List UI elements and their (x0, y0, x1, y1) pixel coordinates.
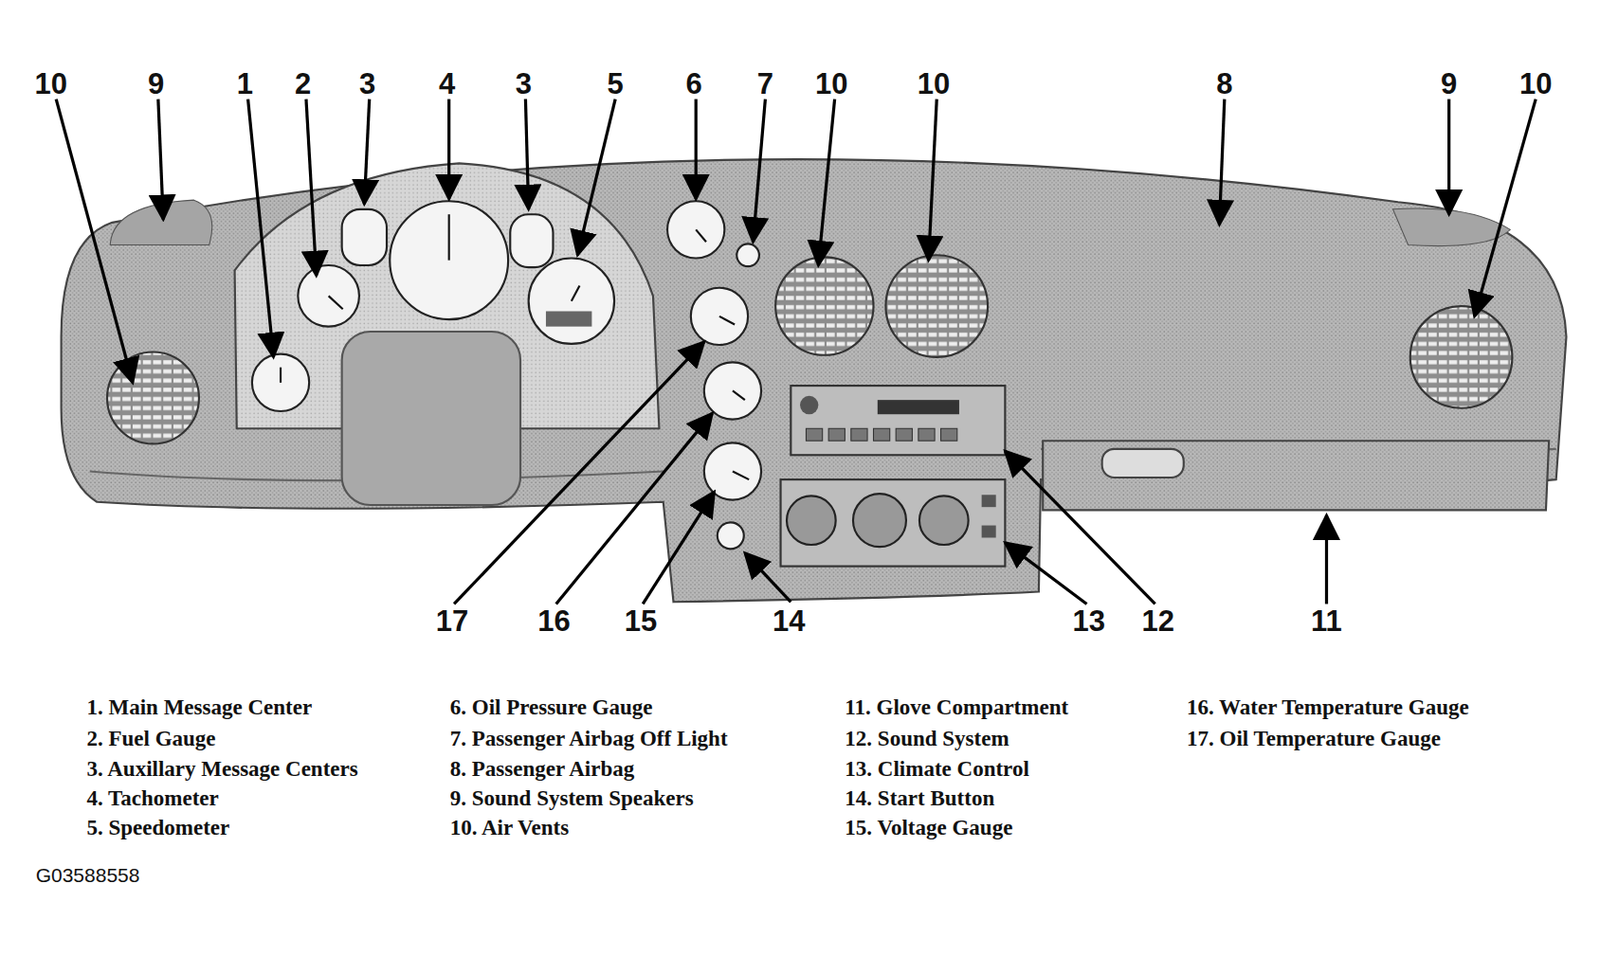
key-entry: 15. Voltage Gauge (844, 817, 1013, 839)
key-entry: 12. Sound System (844, 727, 1009, 750)
key-entry: 7. Passenger Airbag Off Light (450, 727, 728, 750)
key-entry: 14. Start Button (844, 787, 995, 810)
key-entry: 3. Auxillary Message Centers (87, 758, 359, 781)
key-entry: 10. Air Vents (450, 817, 569, 839)
callout-number: 4 (438, 69, 455, 99)
callout-number: 15 (624, 605, 657, 636)
callout-number: 16 (537, 605, 570, 636)
callout-number: 2 (294, 69, 311, 99)
callout-number: 10 (815, 69, 848, 99)
figure-code: G03588558 (36, 865, 141, 886)
callout-number: 5 (607, 69, 624, 99)
callout-number: 8 (1216, 69, 1233, 99)
callout-number: 12 (1142, 605, 1175, 636)
key-entry: 2. Fuel Gauge (87, 727, 217, 750)
callout-number: 17 (436, 605, 469, 636)
callout-number: 14 (772, 605, 805, 636)
key-entry: 8. Passenger Airbag (450, 758, 635, 781)
callout-number: 9 (1440, 69, 1457, 99)
key-entry: 9. Sound System Speakers (450, 787, 694, 810)
key-entry: 6. Oil Pressure Gauge (450, 696, 654, 719)
callout-number: 7 (757, 69, 774, 99)
callout-number: 10 (35, 69, 68, 99)
key-entry: 17. Oil Temperature Gauge (1186, 727, 1441, 750)
callout-number: 11 (1310, 605, 1343, 636)
callout-number: 3 (515, 69, 532, 99)
callout-number: 1 (236, 69, 254, 99)
callout-number: 10 (1519, 69, 1552, 99)
key-entry: 11. Glove Compartment (844, 696, 1069, 719)
key-entry: 5. Speedometer (87, 817, 231, 839)
key-entry: 4. Tachometer (87, 787, 219, 810)
callout-number: 13 (1072, 605, 1105, 636)
callout-number: 3 (359, 69, 376, 99)
callout-number: 9 (147, 69, 164, 99)
callout-number: 10 (917, 69, 950, 99)
key-entry: 16. Water Temperature Gauge (1186, 696, 1470, 719)
key-entry: 13. Climate Control (844, 758, 1029, 781)
callout-number: 6 (685, 69, 702, 99)
key-entry: 1. Main Message Center (87, 696, 313, 719)
